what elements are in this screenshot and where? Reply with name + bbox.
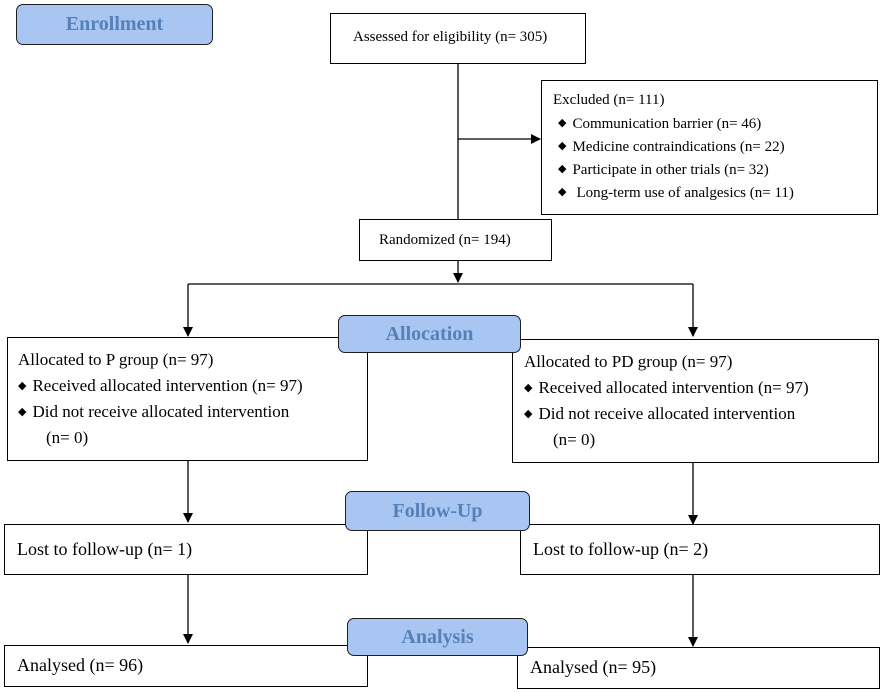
excluded-reason: ◆ Medicine contraindications (n= 22): [558, 139, 785, 156]
p-allocated-text: Allocated to P group (n= 97): [18, 350, 214, 369]
pd-received-text: Received allocated intervention (n= 97): [538, 378, 809, 397]
p-received-item: ◆ Received allocated intervention (n= 97): [18, 376, 303, 396]
assessed-box: Assessed for eligibility (n= 305): [330, 13, 586, 64]
pd-analysed-box: Analysed (n= 95): [517, 647, 880, 689]
bullet-icon: ◆: [558, 117, 567, 129]
p-received-text: Received allocated intervention (n= 97): [32, 376, 303, 395]
excluded-title: Excluded (n= 111): [553, 92, 665, 108]
randomized-text: Randomized (n= 194): [379, 232, 511, 248]
bullet-icon: ◆: [524, 408, 533, 420]
bullet-icon: ◆: [524, 382, 533, 394]
stage-label-follow-up: Follow-Up: [345, 491, 530, 531]
p-group-allocation-box: Allocated to P group (n= 97) ◆ Received a…: [7, 337, 368, 461]
p-lost-text: Lost to follow-up (n= 1): [17, 539, 193, 559]
excluded-reason-text: Participate in other trials (n= 32): [572, 162, 769, 178]
stage-label-allocation: Allocation: [338, 315, 521, 353]
stage-label-analysis-text: Analysis: [401, 625, 474, 648]
pd-not-received-item: ◆ Did not receive allocated intervention: [524, 404, 795, 424]
assessed-text: Assessed for eligibility (n= 305): [353, 29, 548, 45]
pd-not-received-text: Did not receive allocated intervention: [538, 404, 796, 423]
stage-label-follow-up-text: Follow-Up: [392, 499, 483, 522]
bullet-icon: ◆: [18, 380, 27, 392]
pd-allocated-text: Allocated to PD group (n= 97): [524, 352, 733, 371]
p-not-received-text: Did not receive allocated intervention: [32, 402, 290, 421]
excluded-reason-text: Communication barrier (n= 46): [572, 116, 762, 132]
bullet-icon: ◆: [558, 140, 567, 152]
pd-group-allocation-box: Allocated to PD group (n= 97) ◆ Received …: [512, 339, 879, 463]
pd-received-item: ◆ Received allocated intervention (n= 97): [524, 378, 809, 398]
randomized-box: Randomized (n= 194): [359, 219, 552, 261]
excluded-box: Excluded (n= 111) ◆ Communication barrier…: [541, 80, 878, 215]
stage-label-allocation-text: Allocation: [385, 322, 474, 345]
p-not-received-n: (n= 0): [46, 428, 89, 447]
pd-lost-box: Lost to follow-up (n= 2): [520, 524, 880, 575]
pd-lost-text: Lost to follow-up (n= 2): [533, 539, 709, 559]
stage-label-enrollment: Enrollment: [16, 4, 213, 45]
pd-not-received-n: (n= 0): [553, 430, 596, 449]
excluded-reason: ◆ Long-term use of analgesics (n= 11): [558, 185, 794, 202]
pd-analysed-text: Analysed (n= 95): [530, 657, 657, 677]
excluded-reason: ◆ Communication barrier (n= 46): [558, 116, 761, 133]
p-analysed-text: Analysed (n= 96): [17, 655, 144, 675]
p-analysed-box: Analysed (n= 96): [4, 645, 368, 687]
p-lost-box: Lost to follow-up (n= 1): [4, 524, 368, 575]
stage-label-analysis: Analysis: [347, 618, 528, 656]
p-not-received-item: ◆ Did not receive allocated intervention: [18, 402, 289, 422]
stage-label-enrollment-text: Enrollment: [65, 13, 164, 35]
excluded-reason: ◆ Participate in other trials (n= 32): [558, 162, 769, 179]
bullet-icon: ◆: [558, 186, 567, 198]
excluded-reason-text: Medicine contraindications (n= 22): [572, 139, 785, 155]
excluded-reason-text: Long-term use of analgesics (n= 11): [576, 185, 794, 201]
bullet-icon: ◆: [558, 163, 567, 175]
bullet-icon: ◆: [18, 406, 27, 418]
